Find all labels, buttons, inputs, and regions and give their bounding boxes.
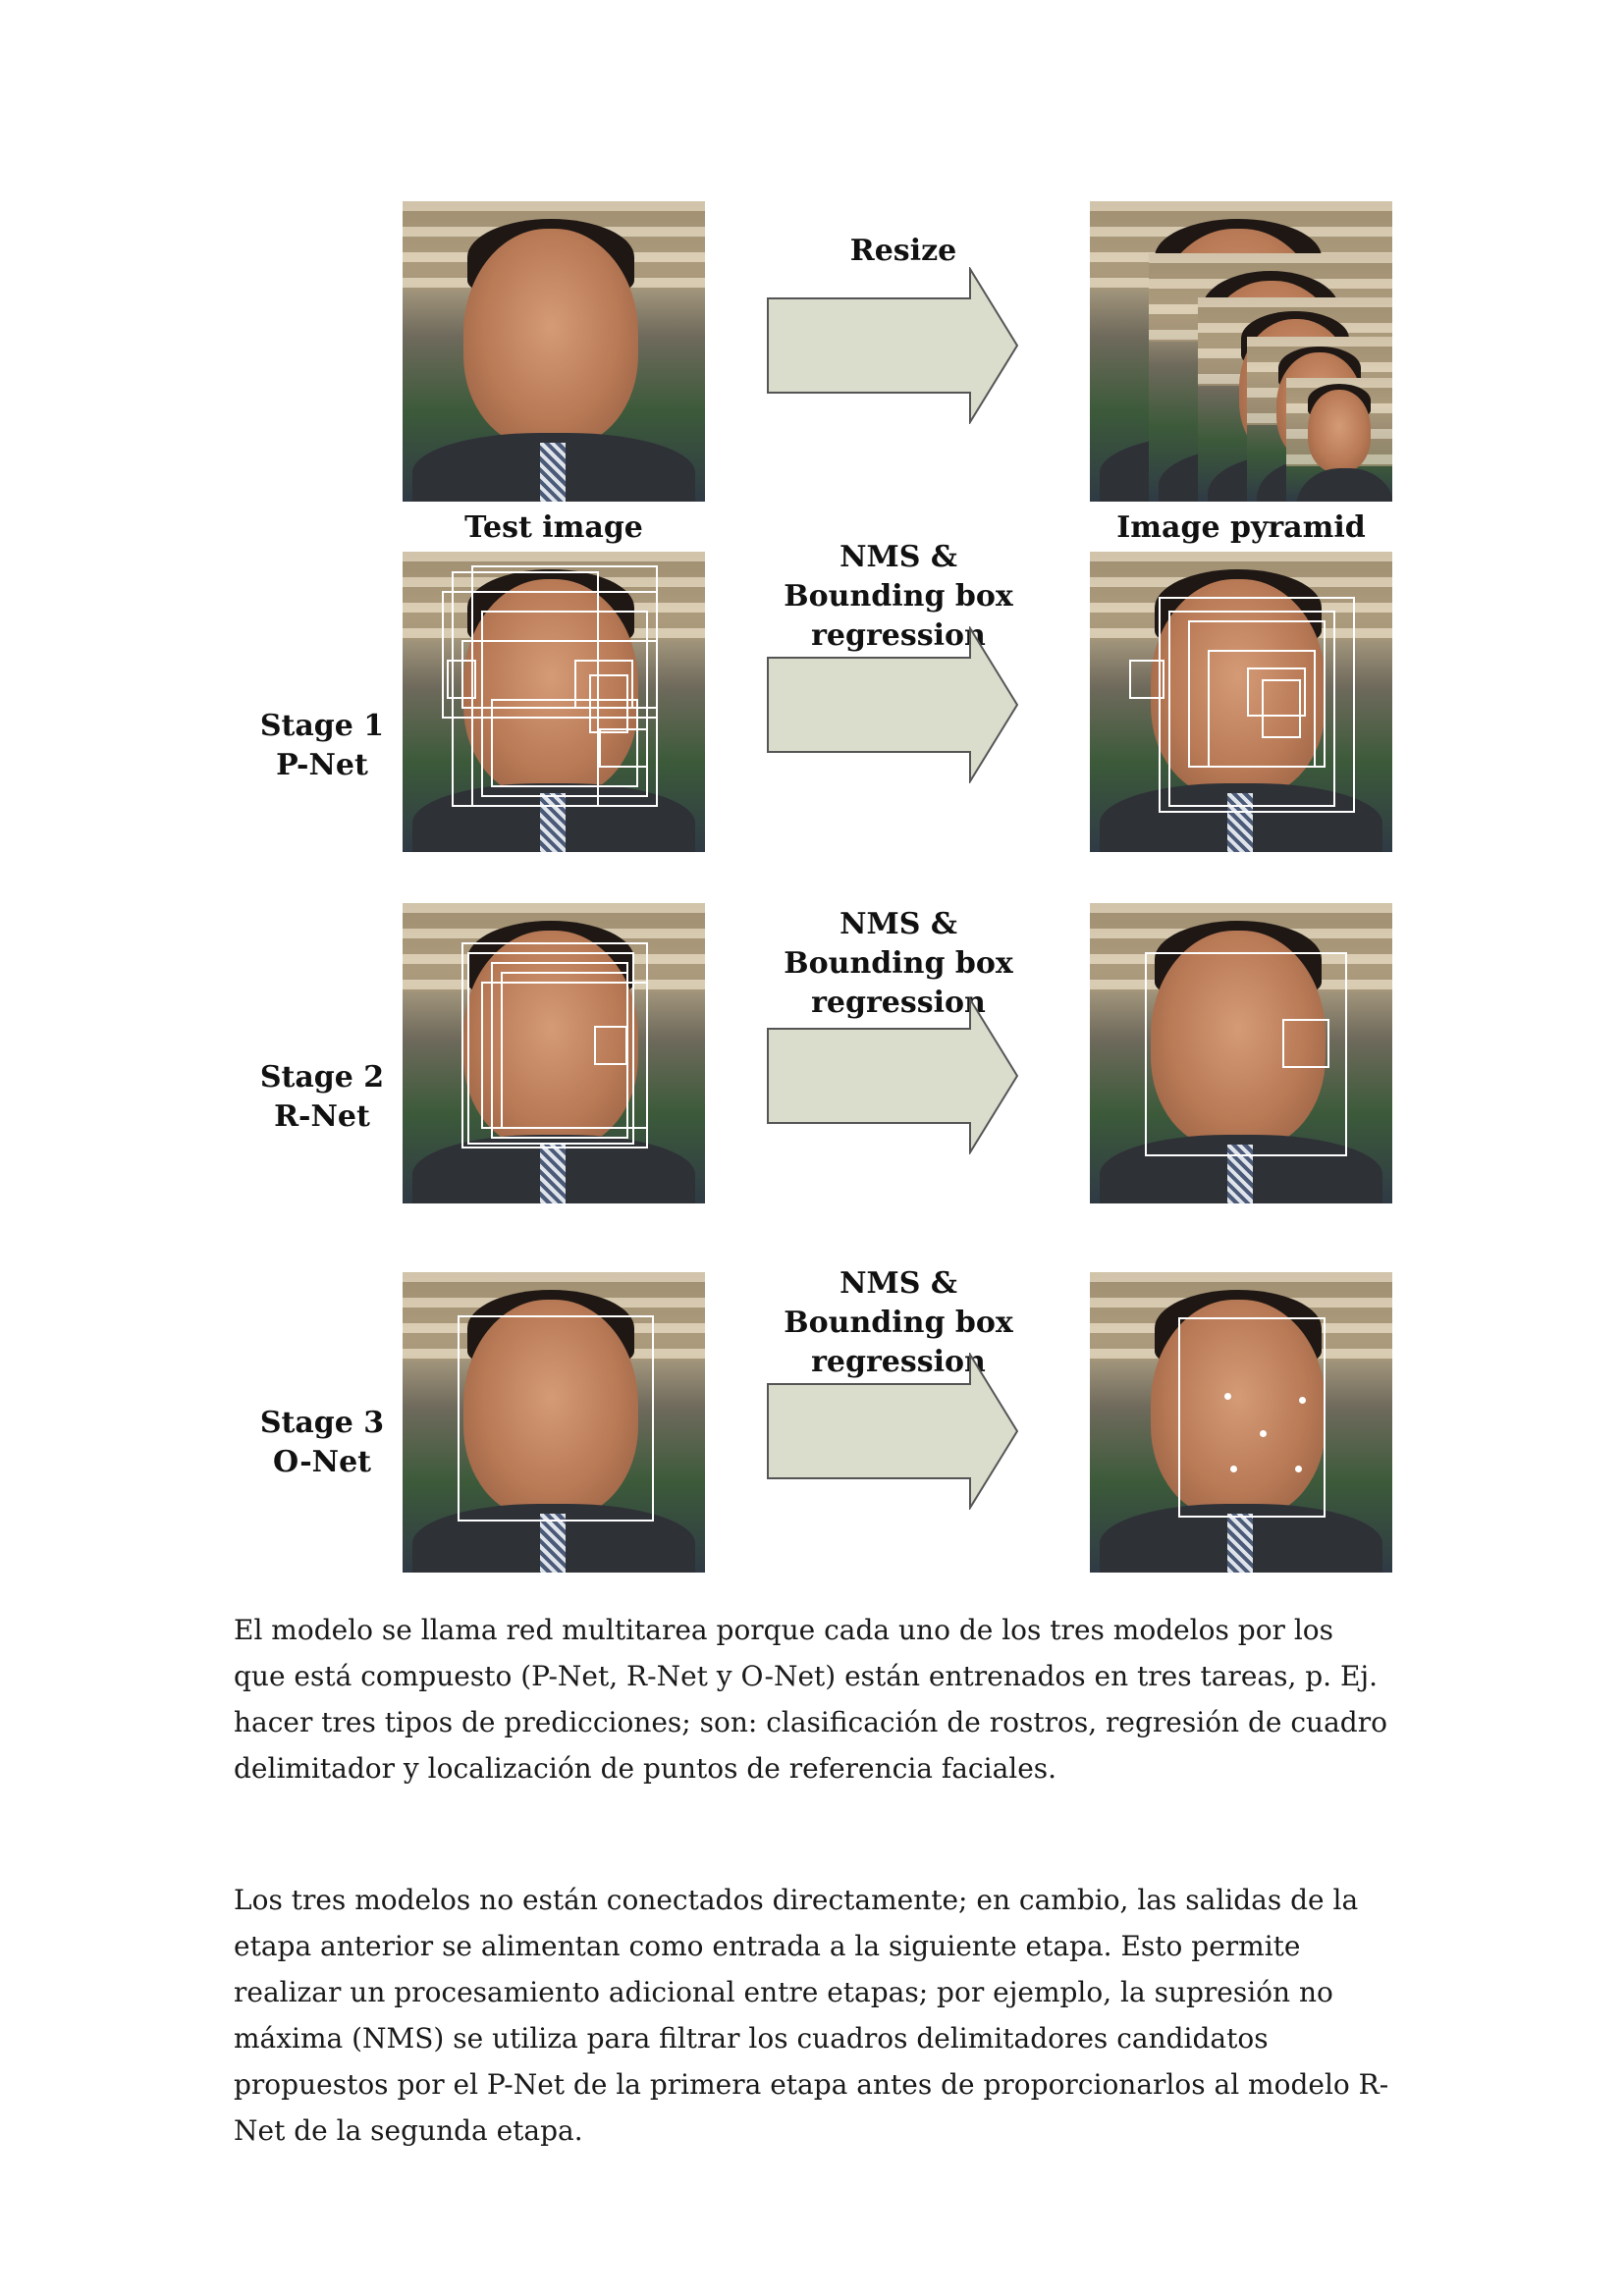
candidate-box (599, 728, 648, 768)
test-image-label: Test image (464, 510, 643, 545)
resize-arrow (767, 267, 1019, 424)
stage-3-nms-label: NMS &Bounding box regression (784, 1266, 1013, 1379)
facial-landmark (1224, 1393, 1231, 1400)
candidate-box (589, 674, 628, 733)
candidate-box (1168, 611, 1335, 807)
stage-3-arrow (767, 1353, 1019, 1510)
face-box (1178, 1317, 1326, 1518)
stage-2-arrow (767, 997, 1019, 1154)
candidate-box (1282, 1019, 1329, 1068)
facial-landmark (1260, 1430, 1267, 1437)
stage-2-output-photo (1090, 903, 1392, 1203)
stage-1-arrow (767, 626, 1019, 783)
candidate-box (467, 952, 634, 1145)
stage-2-nms-label: NMS &Bounding box regression (784, 907, 1013, 1020)
resize-label: Resize (849, 234, 957, 268)
face-box (458, 1315, 654, 1522)
candidate-box (1159, 597, 1355, 813)
facial-landmark (1299, 1397, 1306, 1404)
paragraph-1: El modelo se llama red multitarea porque… (234, 1614, 1387, 1785)
stage-1-output-photo (1090, 552, 1392, 852)
candidate-box (447, 660, 476, 699)
stage-2-input-photo (403, 903, 705, 1203)
image-pyramid-label: Image pyramid (1116, 510, 1366, 545)
stage-3-output-photo (1090, 1272, 1392, 1573)
facial-landmark (1230, 1466, 1237, 1472)
candidate-box (1262, 679, 1301, 738)
stage-1-nms-label: NMS &Bounding box regression (784, 540, 1013, 653)
candidate-box (461, 640, 658, 709)
candidate-box (481, 611, 648, 797)
candidate-box (491, 699, 638, 787)
candidate-box (1129, 660, 1164, 699)
candidate-box (594, 1026, 627, 1065)
stage-3-input-photo (403, 1272, 705, 1573)
face-box (1145, 952, 1347, 1156)
paragraph-2: Los tres modelos no están conectados dir… (234, 1884, 1389, 2147)
candidate-box (1208, 650, 1316, 768)
facial-landmark (1295, 1466, 1302, 1472)
candidate-box (481, 982, 648, 1129)
candidate-box (574, 660, 633, 709)
candidate-box (1247, 667, 1306, 717)
test-image-photo (403, 201, 705, 502)
pyramid-level-5 (1286, 378, 1392, 502)
stage-1-input-photo (403, 552, 705, 852)
